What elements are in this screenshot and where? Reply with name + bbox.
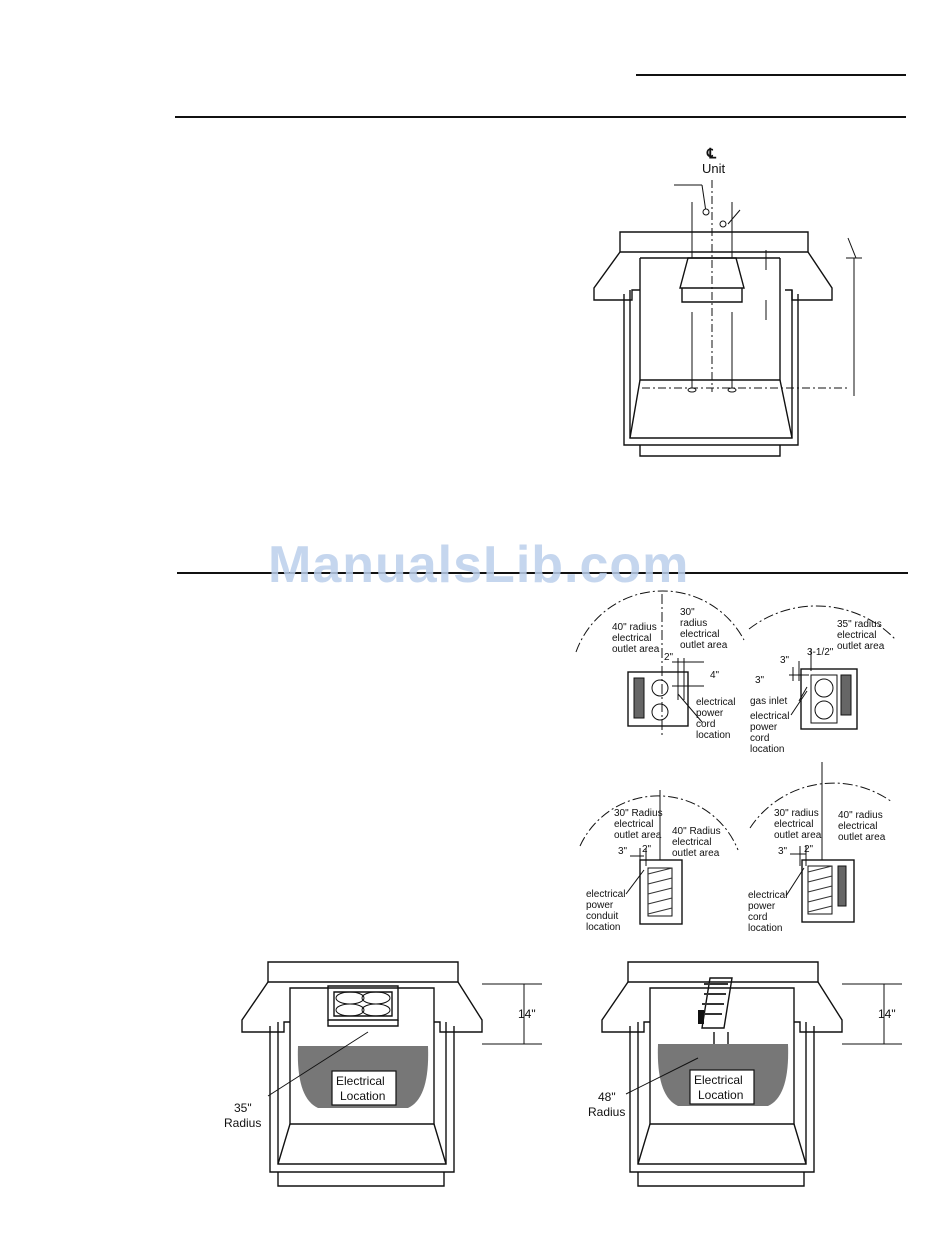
dimension-label: 3" [755, 675, 765, 686]
radius-label: electrical [838, 821, 877, 832]
dimension-label: 14" [518, 1007, 536, 1021]
radius-label: 30" Radius [614, 808, 663, 819]
radius-label: 40" Radius [672, 826, 721, 837]
radius-label: 35" radius [837, 619, 882, 630]
cord-label: electrical [750, 711, 789, 722]
dimension-label: 4" [710, 670, 720, 681]
dimension-label: 14" [878, 1007, 896, 1021]
header-short-rule [636, 74, 906, 76]
dimension-label: 2" [804, 844, 814, 855]
cord-label: power [750, 722, 778, 733]
conduit-label: power [586, 900, 614, 911]
cord-label: cord [696, 719, 715, 730]
cord-label: cord [750, 733, 769, 744]
radius-label: outlet area [837, 641, 885, 652]
dimension-label: 3" [618, 846, 628, 857]
radius-label: electrical [614, 819, 653, 830]
radius-label: outlet area [680, 640, 728, 651]
radius-label: 35" [234, 1101, 252, 1115]
section-rule-top [175, 116, 906, 118]
electrical-location-label: Electrical [694, 1073, 743, 1087]
cord-label: location [750, 744, 784, 755]
conduit-label: location [586, 922, 620, 933]
radius-label: 40" radius [838, 810, 883, 821]
conduit-label: electrical [586, 889, 625, 900]
radius-label: electrical [612, 633, 651, 644]
radius-label: outlet area [838, 832, 886, 843]
gas-inlet-label: gas inlet [750, 696, 787, 707]
outlet-diagram-2: 35" radius electrical outlet area 3" 3-1… [748, 605, 896, 755]
dimension-label: 3" [780, 655, 790, 666]
dimension-label: 2" [642, 844, 652, 855]
radius-label: outlet area [774, 830, 822, 841]
centerline-symbol: ℄ [706, 145, 717, 161]
radius-label: 48" [598, 1090, 616, 1104]
watermark: ManualsLib.com [268, 536, 690, 594]
radius-label: outlet area [614, 830, 662, 841]
radius-label: radius [680, 618, 707, 629]
radius-label: electrical [680, 629, 719, 640]
cord-label: location [748, 923, 782, 934]
section-rule-middle [177, 572, 908, 574]
electrical-location-label: Location [698, 1088, 743, 1102]
radius-label: 30" [680, 607, 695, 618]
electrical-location-label: Electrical [336, 1074, 385, 1088]
outlet-diagram-4: 30" radius electrical outlet area 40" ra… [748, 762, 893, 934]
cord-label: cord [748, 912, 767, 923]
centerline-label: Unit [702, 161, 726, 176]
cord-label: location [696, 730, 730, 741]
cord-label: power [748, 901, 776, 912]
radius-label: 30" radius [774, 808, 819, 819]
cabinet-diagram-right: Electrical Location 48" Radius 14" [588, 961, 902, 1187]
cooktop-cutout-diagram: ℄ Unit [593, 145, 862, 457]
radius-label: electrical [774, 819, 813, 830]
outlet-diagram-1: 40" radius electrical outlet area 30" ra… [575, 590, 745, 741]
dimension-label: 2" [664, 652, 674, 663]
dimension-label: 3-1/2" [807, 647, 834, 658]
radius-label: outlet area [612, 644, 660, 655]
cabinet-diagram-left: Electrical Location 35" Radius 14" [224, 961, 542, 1187]
electrical-location-label: Location [340, 1089, 385, 1103]
radius-label: Radius [588, 1105, 625, 1119]
radius-label: Radius [224, 1116, 261, 1130]
outlet-diagram-3: 30" Radius electrical outlet area 40" Ra… [579, 790, 739, 933]
cord-label: power [696, 708, 724, 719]
radius-label: outlet area [672, 848, 720, 859]
conduit-label: conduit [586, 911, 618, 922]
radius-label: electrical [672, 837, 711, 848]
radius-label: electrical [837, 630, 876, 641]
dimension-label: 3" [778, 846, 788, 857]
radius-label: 40" radius [612, 622, 657, 633]
cord-label: electrical [696, 697, 735, 708]
cord-label: electrical [748, 890, 787, 901]
